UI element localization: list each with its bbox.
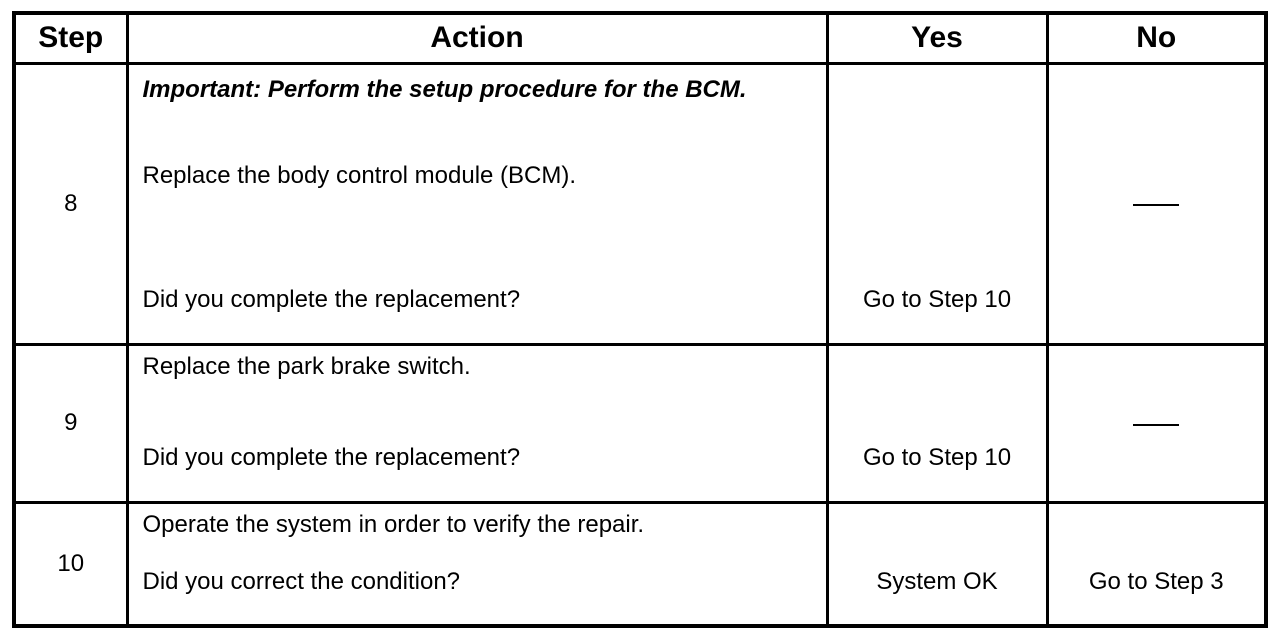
yes-cell: System OK (825, 500, 1049, 624)
header-action: Action (125, 15, 829, 65)
header-yes: Yes (825, 15, 1049, 65)
table-row: 10 Operate the system in order to verify… (16, 500, 1264, 624)
step-number: 10 (16, 500, 129, 624)
action-cell: Replace the park brake switch. Did you c… (125, 342, 829, 504)
yes-cell: Go to Step 10 (825, 61, 1049, 346)
header-no: No (1045, 15, 1264, 65)
diagnostic-table: Step Action Yes No 8 Important: Perform … (16, 15, 1264, 624)
yes-result: Go to Step 10 (862, 443, 1012, 471)
no-result-dash (1133, 423, 1180, 426)
no-cell (1045, 342, 1264, 504)
yes-cell: Go to Step 10 (825, 342, 1049, 504)
header-row: Step Action Yes No (16, 15, 1264, 65)
yes-result: System OK (876, 567, 998, 595)
action-instruction: Replace the body control module (BCM). (142, 161, 577, 189)
step-number: 8 (16, 61, 129, 346)
no-result: Go to Step 3 (1088, 567, 1224, 595)
step-number: 9 (16, 342, 129, 504)
table-row: 8 Important: Perform the setup procedure… (16, 61, 1264, 346)
diagnostic-table-frame: Step Action Yes No 8 Important: Perform … (12, 11, 1268, 628)
action-question: Did you complete the replacement? (142, 443, 521, 471)
no-cell (1045, 61, 1264, 346)
yes-result: Go to Step 10 (862, 285, 1012, 313)
no-cell: Go to Step 3 (1045, 500, 1264, 624)
action-cell: Important: Perform the setup procedure f… (125, 61, 829, 346)
action-question: Did you correct the condition? (142, 567, 461, 595)
no-result-dash (1133, 203, 1180, 206)
header-step: Step (16, 15, 129, 65)
important-note: Important: Perform the setup procedure f… (142, 75, 747, 103)
table-row: 9 Replace the park brake switch. Did you… (16, 342, 1264, 504)
action-question: Did you complete the replacement? (142, 285, 521, 313)
action-cell: Operate the system in order to verify th… (125, 500, 829, 624)
action-instruction: Operate the system in order to verify th… (142, 510, 645, 538)
action-instruction: Replace the park brake switch. (142, 352, 471, 380)
